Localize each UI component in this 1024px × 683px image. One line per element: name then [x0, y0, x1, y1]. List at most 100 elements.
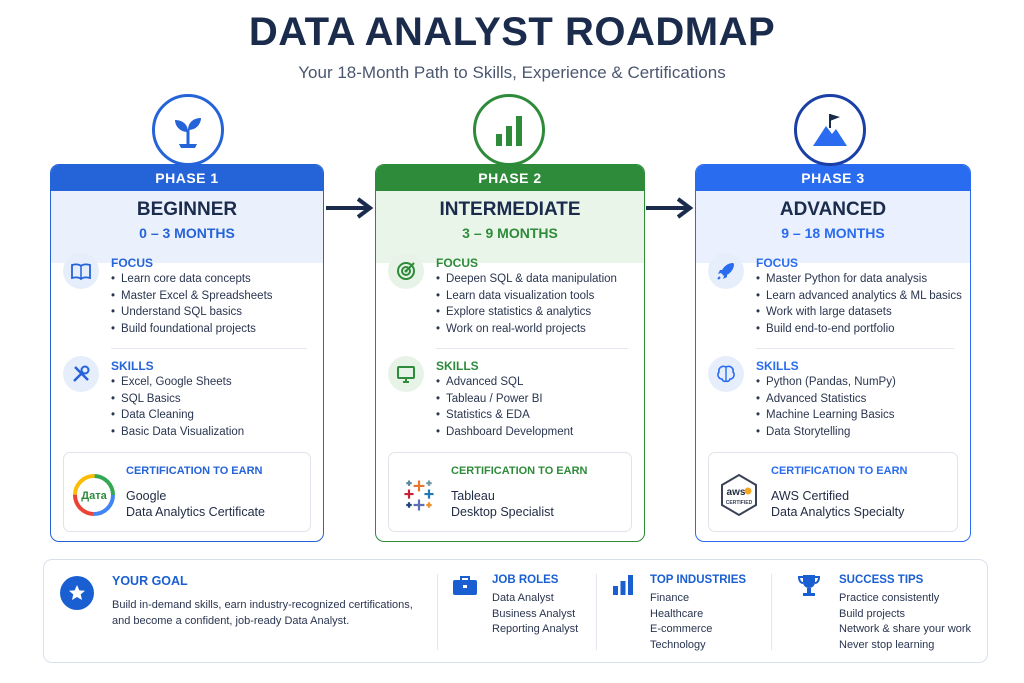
book-icon [63, 253, 99, 289]
focus-title: FOCUS [756, 256, 798, 270]
list-item: Technology [650, 639, 706, 652]
list-item: Understand SQL basics [111, 304, 273, 321]
tableau-logo [397, 473, 441, 517]
page-title: DATA ANALYST ROADMAP [248, 10, 776, 54]
cert-label: CERTIFICATION TO EARN [126, 465, 263, 477]
focus-list: Deepen SQL & data manipulation Learn dat… [436, 271, 617, 338]
list-item: Master Python for data analysis [756, 271, 962, 288]
list-item: Business Analyst [492, 607, 576, 620]
skills-title: SKILLS [436, 359, 479, 373]
list-item: Advanced Statistics [756, 391, 896, 408]
phase-2-card: PHASE 2 INTERMEDIATE 3 – 9 MONTHS FOCUS … [375, 164, 645, 542]
divider [437, 574, 438, 650]
level-duration: 9 – 18 MONTHS [781, 225, 885, 241]
svg-text:aws: aws [727, 487, 746, 498]
list-item: Finance [650, 592, 690, 604]
goal-title: YOUR GOAL [112, 574, 188, 588]
phase-label: PHASE 2 [376, 165, 644, 191]
brain-icon [708, 356, 744, 392]
list-item: Basic Data Visualization [111, 424, 244, 441]
tips-title: SUCCESS TIPS [839, 574, 924, 586]
level-name: BEGINNER [136, 199, 238, 220]
focus-title: FOCUS [436, 256, 478, 270]
list-item: Build end-to-end portfolio [756, 321, 962, 338]
phase-label: PHASE 1 [51, 165, 323, 191]
list-item: Explore statistics & analytics [436, 304, 617, 321]
arrow-right-icon [646, 197, 694, 219]
phase-1-card: PHASE 1 BEGINNER 0 – 3 MONTHS FOCUS Lear… [50, 164, 324, 542]
list-item: Tableau / Power BI [436, 391, 573, 408]
divider [596, 574, 597, 650]
focus-title: FOCUS [111, 256, 153, 270]
goal-text: Build in-demand skills, earn industry-re… [112, 599, 413, 627]
star-icon [60, 576, 94, 610]
list-item: Dashboard Development [436, 424, 573, 441]
level-name: ADVANCED [779, 199, 887, 220]
list-item: Build projects [839, 607, 906, 620]
tools-icon [63, 356, 99, 392]
bar-chart-icon [612, 574, 634, 601]
cert-name: Tableau Desktop Specialist [451, 489, 554, 519]
list-item: Learn core data concepts [111, 271, 273, 288]
list-item: Work with large datasets [756, 304, 962, 321]
list-item: Master Excel & Spreadsheets [111, 288, 273, 305]
list-item: Healthcare [650, 607, 704, 620]
list-item: Learn data visualization tools [436, 288, 617, 305]
divider [436, 348, 628, 349]
skills-title: SKILLS [111, 359, 154, 373]
arrow-right-icon [326, 197, 374, 219]
page-subtitle: Your 18-Month Path to Skills, Experience… [298, 63, 726, 82]
monitor-icon [388, 356, 424, 392]
phase-label: PHASE 3 [696, 165, 970, 191]
divider [771, 574, 772, 650]
skills-list: Python (Pandas, NumPy) Advanced Statisti… [756, 374, 896, 441]
industries-list: Finance Healthcare E-commerce Technology [650, 591, 712, 654]
list-item: Deepen SQL & data manipulation [436, 271, 617, 288]
list-item: Statistics & EDA [436, 407, 573, 424]
divider [111, 348, 307, 349]
cert-name: Google Data Analytics Certificate [126, 489, 265, 519]
bar-chart-icon [473, 94, 545, 166]
certification-box: Дата CERTIFICATION TO EARN Google Data A… [63, 452, 311, 532]
list-item: SQL Basics [111, 391, 244, 408]
svg-text:Дата: Дата [81, 490, 107, 502]
goal-panel: YOUR GOAL Build in-demand skills, earn i… [43, 559, 988, 663]
list-item: Data Cleaning [111, 407, 244, 424]
list-item: Data Analyst [492, 592, 554, 604]
list-item: Learn advanced analytics & ML basics [756, 288, 962, 305]
roles-title: JOB ROLES [492, 574, 559, 586]
list-item: Python (Pandas, NumPy) [756, 374, 896, 391]
list-item: Build foundational projects [111, 321, 273, 338]
certification-box: CERTIFICATION TO EARN Tableau Desktop Sp… [388, 452, 632, 532]
skills-title: SKILLS [756, 359, 799, 373]
aws-certified-badge: aws CERTIFIED [717, 473, 761, 517]
cert-label: CERTIFICATION TO EARN [771, 465, 908, 477]
list-item: Advanced SQL [436, 374, 573, 391]
list-item: E-commerce [650, 623, 713, 636]
list-item: Practice consistently [839, 592, 940, 604]
tips-list: Practice consistently Build projects Net… [839, 591, 971, 654]
sprout-icon [152, 94, 224, 166]
list-item: Excel, Google Sheets [111, 374, 244, 391]
svg-text:CERTIFIED: CERTIFIED [726, 500, 753, 506]
divider [756, 348, 954, 349]
level-duration: 3 – 9 MONTHS [462, 225, 558, 241]
list-item: Never stop learning [839, 639, 935, 652]
list-item: Data Storytelling [756, 424, 896, 441]
skills-list: Advanced SQL Tableau / Power BI Statisti… [436, 374, 573, 441]
level-name: INTERMEDIATE [439, 199, 581, 220]
mountain-flag-icon [794, 94, 866, 166]
industries-title: TOP INDUSTRIES [650, 574, 747, 586]
focus-list: Learn core data concepts Master Excel & … [111, 271, 273, 338]
level-duration: 0 – 3 MONTHS [139, 225, 235, 241]
target-icon [388, 253, 424, 289]
rocket-icon [708, 253, 744, 289]
google-certificate-logo: Дата [72, 473, 116, 517]
list-item: Reporting Analyst [492, 623, 579, 636]
trophy-icon [796, 572, 822, 603]
focus-list: Master Python for data analysis Learn ad… [756, 271, 962, 338]
cert-label: CERTIFICATION TO EARN [451, 465, 588, 477]
list-item: Work on real-world projects [436, 321, 617, 338]
certification-box: aws CERTIFIED CERTIFICATION TO EARN AWS … [708, 452, 958, 532]
phase-3-card: PHASE 3 ADVANCED 9 – 18 MONTHS FOCUS Mas… [695, 164, 971, 542]
